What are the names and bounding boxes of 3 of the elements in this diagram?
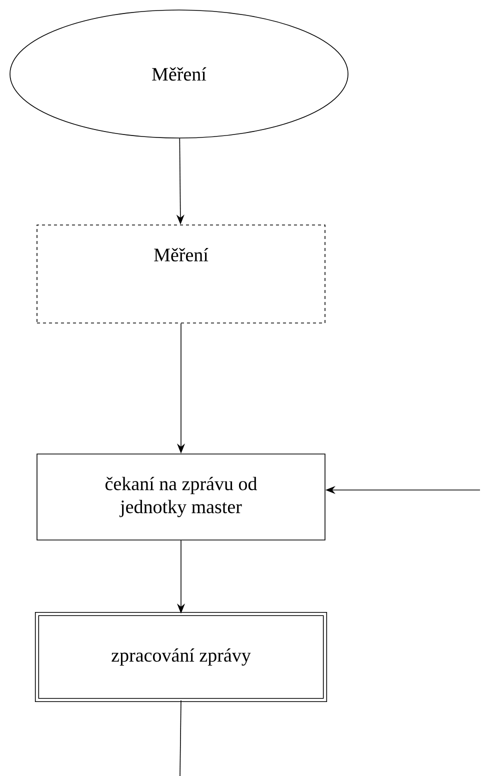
dashed-box: Měření (36, 224, 326, 324)
double-border-box: zpracování zprávy (34, 612, 328, 702)
process-box: čekaní na zprávu od jednotky master (36, 454, 326, 540)
